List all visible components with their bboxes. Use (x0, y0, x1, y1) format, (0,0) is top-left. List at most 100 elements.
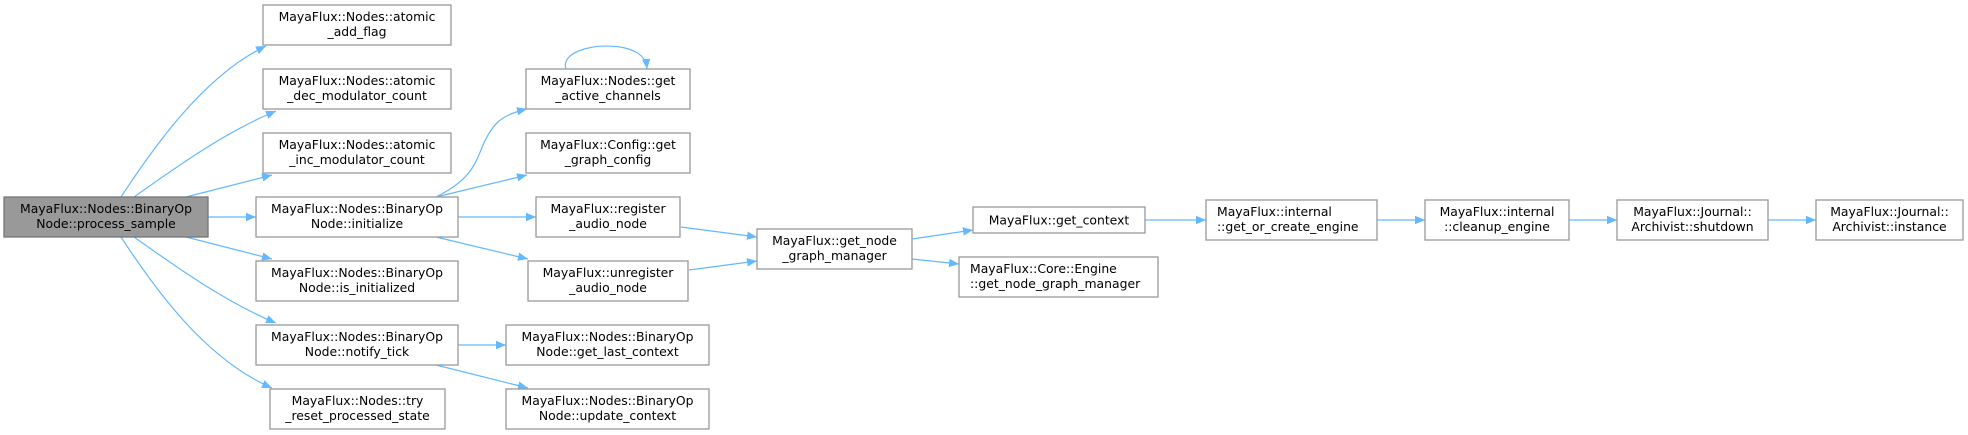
call-edge-process_sample-to-atomic_dec (133, 110, 277, 198)
graph-node-update-context[interactable]: MayaFlux::Nodes::BinaryOpNode::update_co… (505, 388, 710, 430)
graph-node-archivist-instance[interactable]: MayaFlux::Journal::Archivist::instance (1815, 199, 1964, 241)
node-label: Node::update_context (539, 408, 676, 423)
node-label: MayaFlux::internal (1217, 204, 1332, 219)
node-box (535, 196, 681, 238)
graph-node-engine-get-node-graph-manager[interactable]: MayaFlux::Core::Engine::get_node_graph_m… (958, 256, 1159, 298)
call-edge-initialize-to-get_active_channels (435, 107, 528, 198)
graph-node-initialize[interactable]: MayaFlux::Nodes::BinaryOpNode::initializ… (255, 196, 459, 238)
node-box (262, 68, 452, 110)
node-label: Node::is_initialized (299, 280, 415, 295)
node-label: MayaFlux::Nodes::try (292, 393, 424, 408)
edges (120, 45, 1816, 390)
node-label: MayaFlux::Nodes::BinaryOp (522, 393, 694, 408)
node-label: MayaFlux::Config::get (540, 137, 676, 152)
graph-node-register-audio-node[interactable]: MayaFlux::register_audio_node (535, 196, 681, 238)
node-box (262, 4, 452, 46)
node-label: Archivist::shutdown (1631, 219, 1753, 234)
node-label: MayaFlux::Nodes::BinaryOp (20, 201, 192, 216)
node-label: MayaFlux::Nodes::get (541, 73, 676, 88)
graph-node-get-last-context[interactable]: MayaFlux::Nodes::BinaryOpNode::get_last_… (505, 324, 710, 366)
nodes: MayaFlux::Nodes::BinaryOpNode::process_s… (3, 4, 1964, 430)
call-edge-initialize-to-get_graph_config (435, 173, 528, 198)
call-edge-process_sample-to-try_reset (120, 236, 273, 389)
graph-node-process-sample[interactable]: MayaFlux::Nodes::BinaryOpNode::process_s… (3, 196, 209, 238)
node-label: _graph_config (564, 152, 652, 167)
node-label: MayaFlux::Nodes::atomic (279, 137, 436, 152)
graph-node-get-or-create-engine[interactable]: MayaFlux::internal::get_or_create_engine (1205, 199, 1378, 241)
node-box (255, 324, 459, 366)
node-label: Archivist::instance (1832, 219, 1946, 234)
node-label: _reset_processed_state (284, 408, 429, 423)
node-box (958, 256, 1159, 298)
node-label: MayaFlux::Journal:: (1830, 204, 1949, 219)
node-box (3, 196, 209, 238)
graph-node-archivist-shutdown[interactable]: MayaFlux::Journal::Archivist::shutdown (1616, 199, 1769, 241)
graph-node-get-node-graph-manager[interactable]: MayaFlux::get_node_graph_manager (756, 228, 913, 270)
call-edge-get_node_graph_manager-to-get_context (911, 227, 974, 240)
call-edge-initialize-to-unregister_audio_node (435, 236, 529, 261)
graph-node-notify-tick[interactable]: MayaFlux::Nodes::BinaryOpNode::notify_ti… (255, 324, 459, 366)
node-label: MayaFlux::Nodes::BinaryOp (271, 265, 443, 280)
node-box (756, 228, 913, 270)
node-label: MayaFlux::get_context (989, 213, 1130, 228)
node-label: ::get_node_graph_manager (970, 276, 1141, 291)
node-box (972, 206, 1146, 234)
node-label: ::get_or_create_engine (1217, 219, 1359, 234)
node-box (525, 68, 691, 110)
graph-node-get-active-channels[interactable]: MayaFlux::Nodes::get_active_channels (525, 68, 691, 110)
node-label: MayaFlux::Journal:: (1633, 204, 1752, 219)
node-label: MayaFlux::get_node (772, 233, 897, 248)
call-edge-get_node_graph_manager-to-engine_get_node_graph_manager (911, 258, 960, 268)
call-edge-process_sample-to-notify_tick (133, 236, 277, 324)
node-label: Node::process_sample (36, 216, 176, 231)
node-box (505, 324, 710, 366)
node-label: _audio_node (568, 216, 647, 231)
graph-node-is-initialized[interactable]: MayaFlux::Nodes::BinaryOpNode::is_initia… (255, 260, 459, 302)
node-box (1424, 199, 1570, 241)
graph-node-unregister-audio-node[interactable]: MayaFlux::unregister_audio_node (527, 260, 689, 302)
node-label: MayaFlux::internal (1440, 204, 1555, 219)
graph-node-try-reset[interactable]: MayaFlux::Nodes::try_reset_processed_sta… (269, 388, 446, 430)
node-box (525, 132, 691, 174)
node-label: _audio_node (568, 280, 647, 295)
node-label: MayaFlux::Core::Engine (970, 261, 1117, 276)
node-label: MayaFlux::Nodes::atomic (279, 9, 436, 24)
call-edge-unregister_audio_node-to-get_node_graph_manager (688, 258, 758, 271)
call-edge-process_sample-to-atomic_add_flag (120, 45, 267, 198)
node-label: MayaFlux::unregister (543, 265, 675, 280)
node-label: Node::initialize (311, 216, 403, 231)
call-edge-notify_tick-to-update_context (435, 364, 529, 390)
node-label: _active_channels (554, 88, 661, 103)
node-label: _dec_modulator_count (286, 88, 427, 103)
node-label: MayaFlux::Nodes::BinaryOp (522, 329, 694, 344)
call-edge-process_sample-to-is_initialized (185, 236, 273, 261)
graph-node-atomic-add-flag[interactable]: MayaFlux::Nodes::atomic_add_flag (262, 4, 452, 46)
node-box (269, 388, 446, 430)
node-box (1815, 199, 1964, 241)
node-label: _inc_modulator_count (288, 152, 425, 167)
graph-node-get-context[interactable]: MayaFlux::get_context (972, 206, 1146, 234)
node-box (1616, 199, 1769, 241)
node-label: ::cleanup_engine (1444, 219, 1550, 234)
graph-node-get-graph-config[interactable]: MayaFlux::Config::get_graph_config (525, 132, 691, 174)
node-box (255, 260, 459, 302)
node-box (505, 388, 710, 430)
node-label: MayaFlux::register (550, 201, 666, 216)
call-edge-get_active_channels-to-get_active_channels (564, 45, 651, 70)
node-label: MayaFlux::Nodes::BinaryOp (271, 201, 443, 216)
node-box (527, 260, 689, 302)
node-label: Node::get_last_context (536, 344, 679, 359)
node-box (1205, 199, 1378, 241)
node-box (262, 132, 452, 174)
node-label: Node::notify_tick (305, 344, 410, 359)
node-label: _add_flag (327, 24, 387, 39)
call-edge-register_audio_node-to-get_node_graph_manager (680, 226, 758, 240)
graph-node-atomic-dec[interactable]: MayaFlux::Nodes::atomic_dec_modulator_co… (262, 68, 452, 110)
node-label: MayaFlux::Nodes::atomic (279, 73, 436, 88)
node-label: _graph_manager (781, 248, 887, 263)
graph-node-atomic-inc[interactable]: MayaFlux::Nodes::atomic_inc_modulator_co… (262, 132, 452, 174)
node-label: MayaFlux::Nodes::BinaryOp (271, 329, 443, 344)
node-box (255, 196, 459, 238)
graph-node-cleanup-engine[interactable]: MayaFlux::internal::cleanup_engine (1424, 199, 1570, 241)
